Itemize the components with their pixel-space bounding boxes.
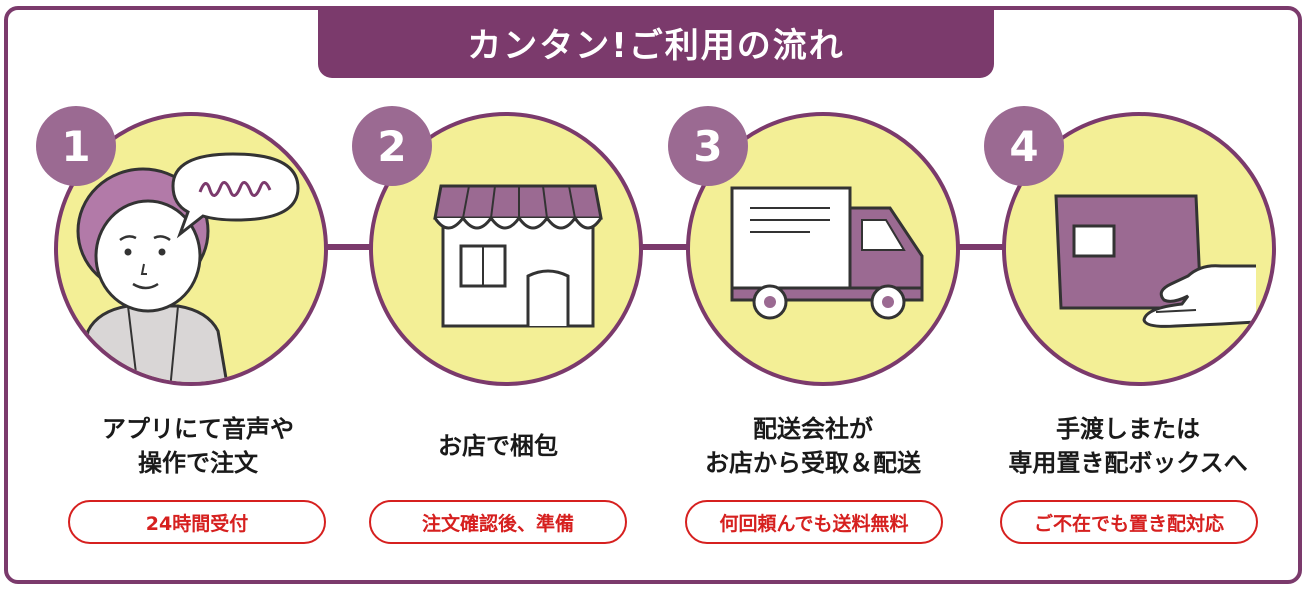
step-4-badge: ご不在でも置き配対応 — [1000, 500, 1258, 544]
connector-line — [954, 244, 1004, 250]
step-3-badge: 何回頼んでも送料無料 — [685, 500, 943, 544]
step-3-number-circle: 3 — [668, 106, 748, 186]
step-2-number-circle: 2 — [352, 106, 432, 186]
delivery-truck-icon — [730, 186, 924, 320]
step-1-badge: 24時間受付 — [68, 500, 326, 544]
step-4-circle — [1002, 112, 1276, 386]
elderly-woman-speaking-icon — [76, 152, 300, 382]
step-4-caption-line1: 手渡しまたは — [1056, 415, 1200, 443]
hand-package-icon — [1054, 194, 1257, 328]
connector-line — [324, 244, 372, 250]
step-2-caption: お店で梱包 — [348, 408, 648, 484]
step-4-caption: 手渡しまたは 専用置き配ボックスへ — [978, 408, 1278, 484]
step-3-caption-line2: お店から受取＆配送 — [705, 449, 921, 477]
step-1-caption-line1: アプリにて音声や — [102, 415, 294, 443]
step-3-caption-line1: 配送会社が — [753, 415, 873, 443]
page-title: カンタン!ご利用の流れ — [467, 25, 845, 66]
shop-icon — [433, 184, 603, 328]
step-2-caption-line1: お店で梱包 — [438, 432, 558, 460]
connector-line — [638, 244, 688, 250]
step-1-circle — [54, 112, 328, 386]
step-2-badge: 注文確認後、準備 — [369, 500, 627, 544]
step-4-caption-line2: 専用置き配ボックスへ — [1008, 449, 1248, 477]
step-3-caption: 配送会社が お店から受取＆配送 — [663, 408, 963, 484]
step-2-number: 2 — [377, 121, 407, 171]
title-banner: カンタン!ご利用の流れ — [318, 6, 994, 78]
step-4-number: 4 — [1009, 121, 1039, 171]
step-3-number: 3 — [693, 121, 723, 171]
step-1-number-circle: 1 — [36, 106, 116, 186]
step-1-caption: アプリにて音声や 操作で注文 — [48, 408, 348, 484]
step-4-number-circle: 4 — [984, 106, 1064, 186]
step-1-number: 1 — [61, 121, 91, 171]
step-1-caption-line2: 操作で注文 — [138, 449, 258, 477]
